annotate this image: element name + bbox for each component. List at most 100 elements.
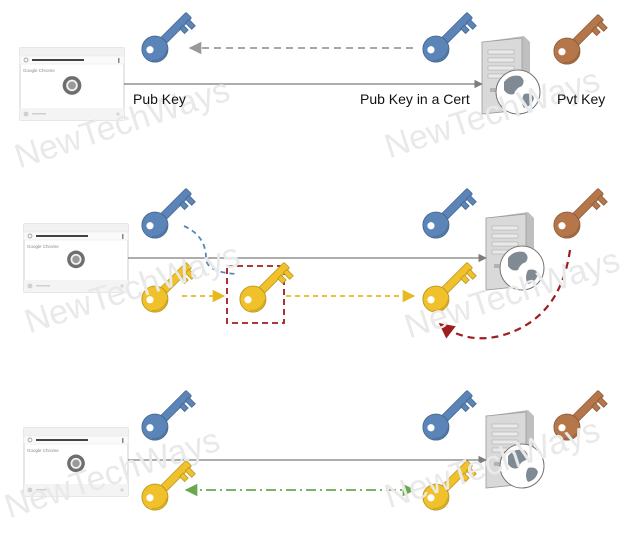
key-hole	[146, 424, 154, 432]
browser-brand: Google Chrome	[23, 68, 55, 73]
key-tooth	[460, 274, 470, 285]
server-drive-bay	[491, 439, 519, 445]
key-tooth	[184, 194, 196, 206]
key-tooth	[179, 472, 189, 483]
avatar-icon	[27, 487, 33, 493]
browser-titlebar	[24, 224, 128, 232]
key-hole	[427, 222, 435, 230]
browser-footer	[24, 484, 128, 496]
server-slot	[490, 88, 500, 92]
key-tooth	[465, 268, 477, 280]
browser-footer	[20, 108, 124, 120]
footer-dot	[116, 112, 120, 116]
key-head	[141, 413, 169, 441]
pub-key-cert-label: Pub Key in a Cert	[360, 91, 470, 107]
home-icon	[23, 57, 29, 63]
pvt-key-icon	[553, 188, 608, 239]
key-tooth	[282, 268, 294, 280]
globe-landmass	[526, 269, 538, 284]
key-tooth	[591, 402, 601, 413]
web-server-1	[481, 36, 541, 115]
key-head	[141, 35, 169, 63]
key-tooth	[184, 396, 196, 408]
address-bar	[36, 235, 88, 237]
key-tooth	[184, 268, 196, 280]
server-slot	[494, 462, 504, 466]
globe-outline	[495, 69, 541, 115]
footer-line	[36, 285, 50, 287]
home-icon	[27, 437, 33, 443]
chrome-logo-center	[68, 81, 76, 90]
globe-landmass	[504, 75, 524, 95]
key-shadow	[563, 51, 580, 64]
globe-outline	[499, 443, 545, 489]
pub-key-icon	[141, 390, 196, 441]
footer-line	[32, 113, 46, 115]
pvt-key-icon	[553, 14, 608, 65]
avatar-icon	[23, 111, 29, 117]
key-shadow	[151, 299, 168, 312]
key-shadow	[432, 49, 449, 62]
server-drive-bay	[491, 225, 519, 231]
cert-pub-key-icon	[422, 390, 477, 441]
key-hole	[146, 296, 154, 304]
key-head	[553, 211, 581, 239]
globe-landmass	[522, 93, 534, 108]
key-tooth	[460, 402, 470, 413]
avatar-icon	[27, 283, 33, 289]
key-head	[141, 211, 169, 239]
globe-landmass	[526, 467, 538, 482]
chrome-logo-center	[72, 255, 80, 264]
key-hole	[146, 46, 154, 54]
session-key-icon	[141, 262, 196, 313]
decrypt-curve-arrow	[438, 249, 572, 340]
key-tooth	[591, 200, 601, 211]
key-shadow	[563, 225, 580, 238]
key-shadow	[432, 427, 449, 440]
globe-outline	[499, 245, 545, 291]
key-head	[239, 285, 267, 313]
browser-titlebar	[20, 48, 124, 56]
session-key-icon	[422, 262, 477, 313]
key-head	[422, 413, 450, 441]
key-tooth	[179, 402, 189, 413]
key-tooth	[179, 24, 189, 35]
key-tooth	[465, 194, 477, 206]
address-bar	[32, 59, 84, 61]
key-hole	[244, 296, 252, 304]
key-tooth	[460, 24, 470, 35]
menu-icon	[122, 438, 124, 443]
key-shadow	[432, 299, 449, 312]
key-hole	[427, 424, 435, 432]
key-shadow	[151, 427, 168, 440]
pvt-key-icon	[553, 390, 608, 441]
server-drive-bay	[487, 57, 515, 63]
key-shadow	[151, 49, 168, 62]
web-server-3	[485, 410, 545, 489]
key-head	[553, 37, 581, 65]
encrypt-curve-arrow	[183, 225, 237, 275]
session-key-icon	[141, 460, 196, 511]
key-hole	[558, 222, 566, 230]
key-hole	[558, 424, 566, 432]
key-tooth	[465, 466, 477, 478]
key-shadow	[151, 497, 168, 510]
footer-dot	[120, 284, 124, 288]
footer-line	[36, 489, 50, 491]
key-head	[422, 483, 450, 511]
menu-icon	[118, 58, 120, 63]
key-shadow	[432, 225, 449, 238]
server-drive-bay	[491, 241, 519, 247]
browser-brand: Google Chrome	[27, 448, 59, 453]
server-drive-bay	[487, 49, 515, 55]
key-head	[422, 211, 450, 239]
browser-titlebar	[24, 428, 128, 436]
browser-window-1: Google Chrome	[19, 47, 125, 121]
menu-icon	[122, 234, 124, 239]
address-bar	[36, 439, 88, 441]
key-shadow	[151, 225, 168, 238]
key-shadow	[249, 299, 266, 312]
key-tooth	[591, 26, 601, 37]
key-hole	[427, 494, 435, 502]
server-drive-bay	[487, 65, 515, 71]
